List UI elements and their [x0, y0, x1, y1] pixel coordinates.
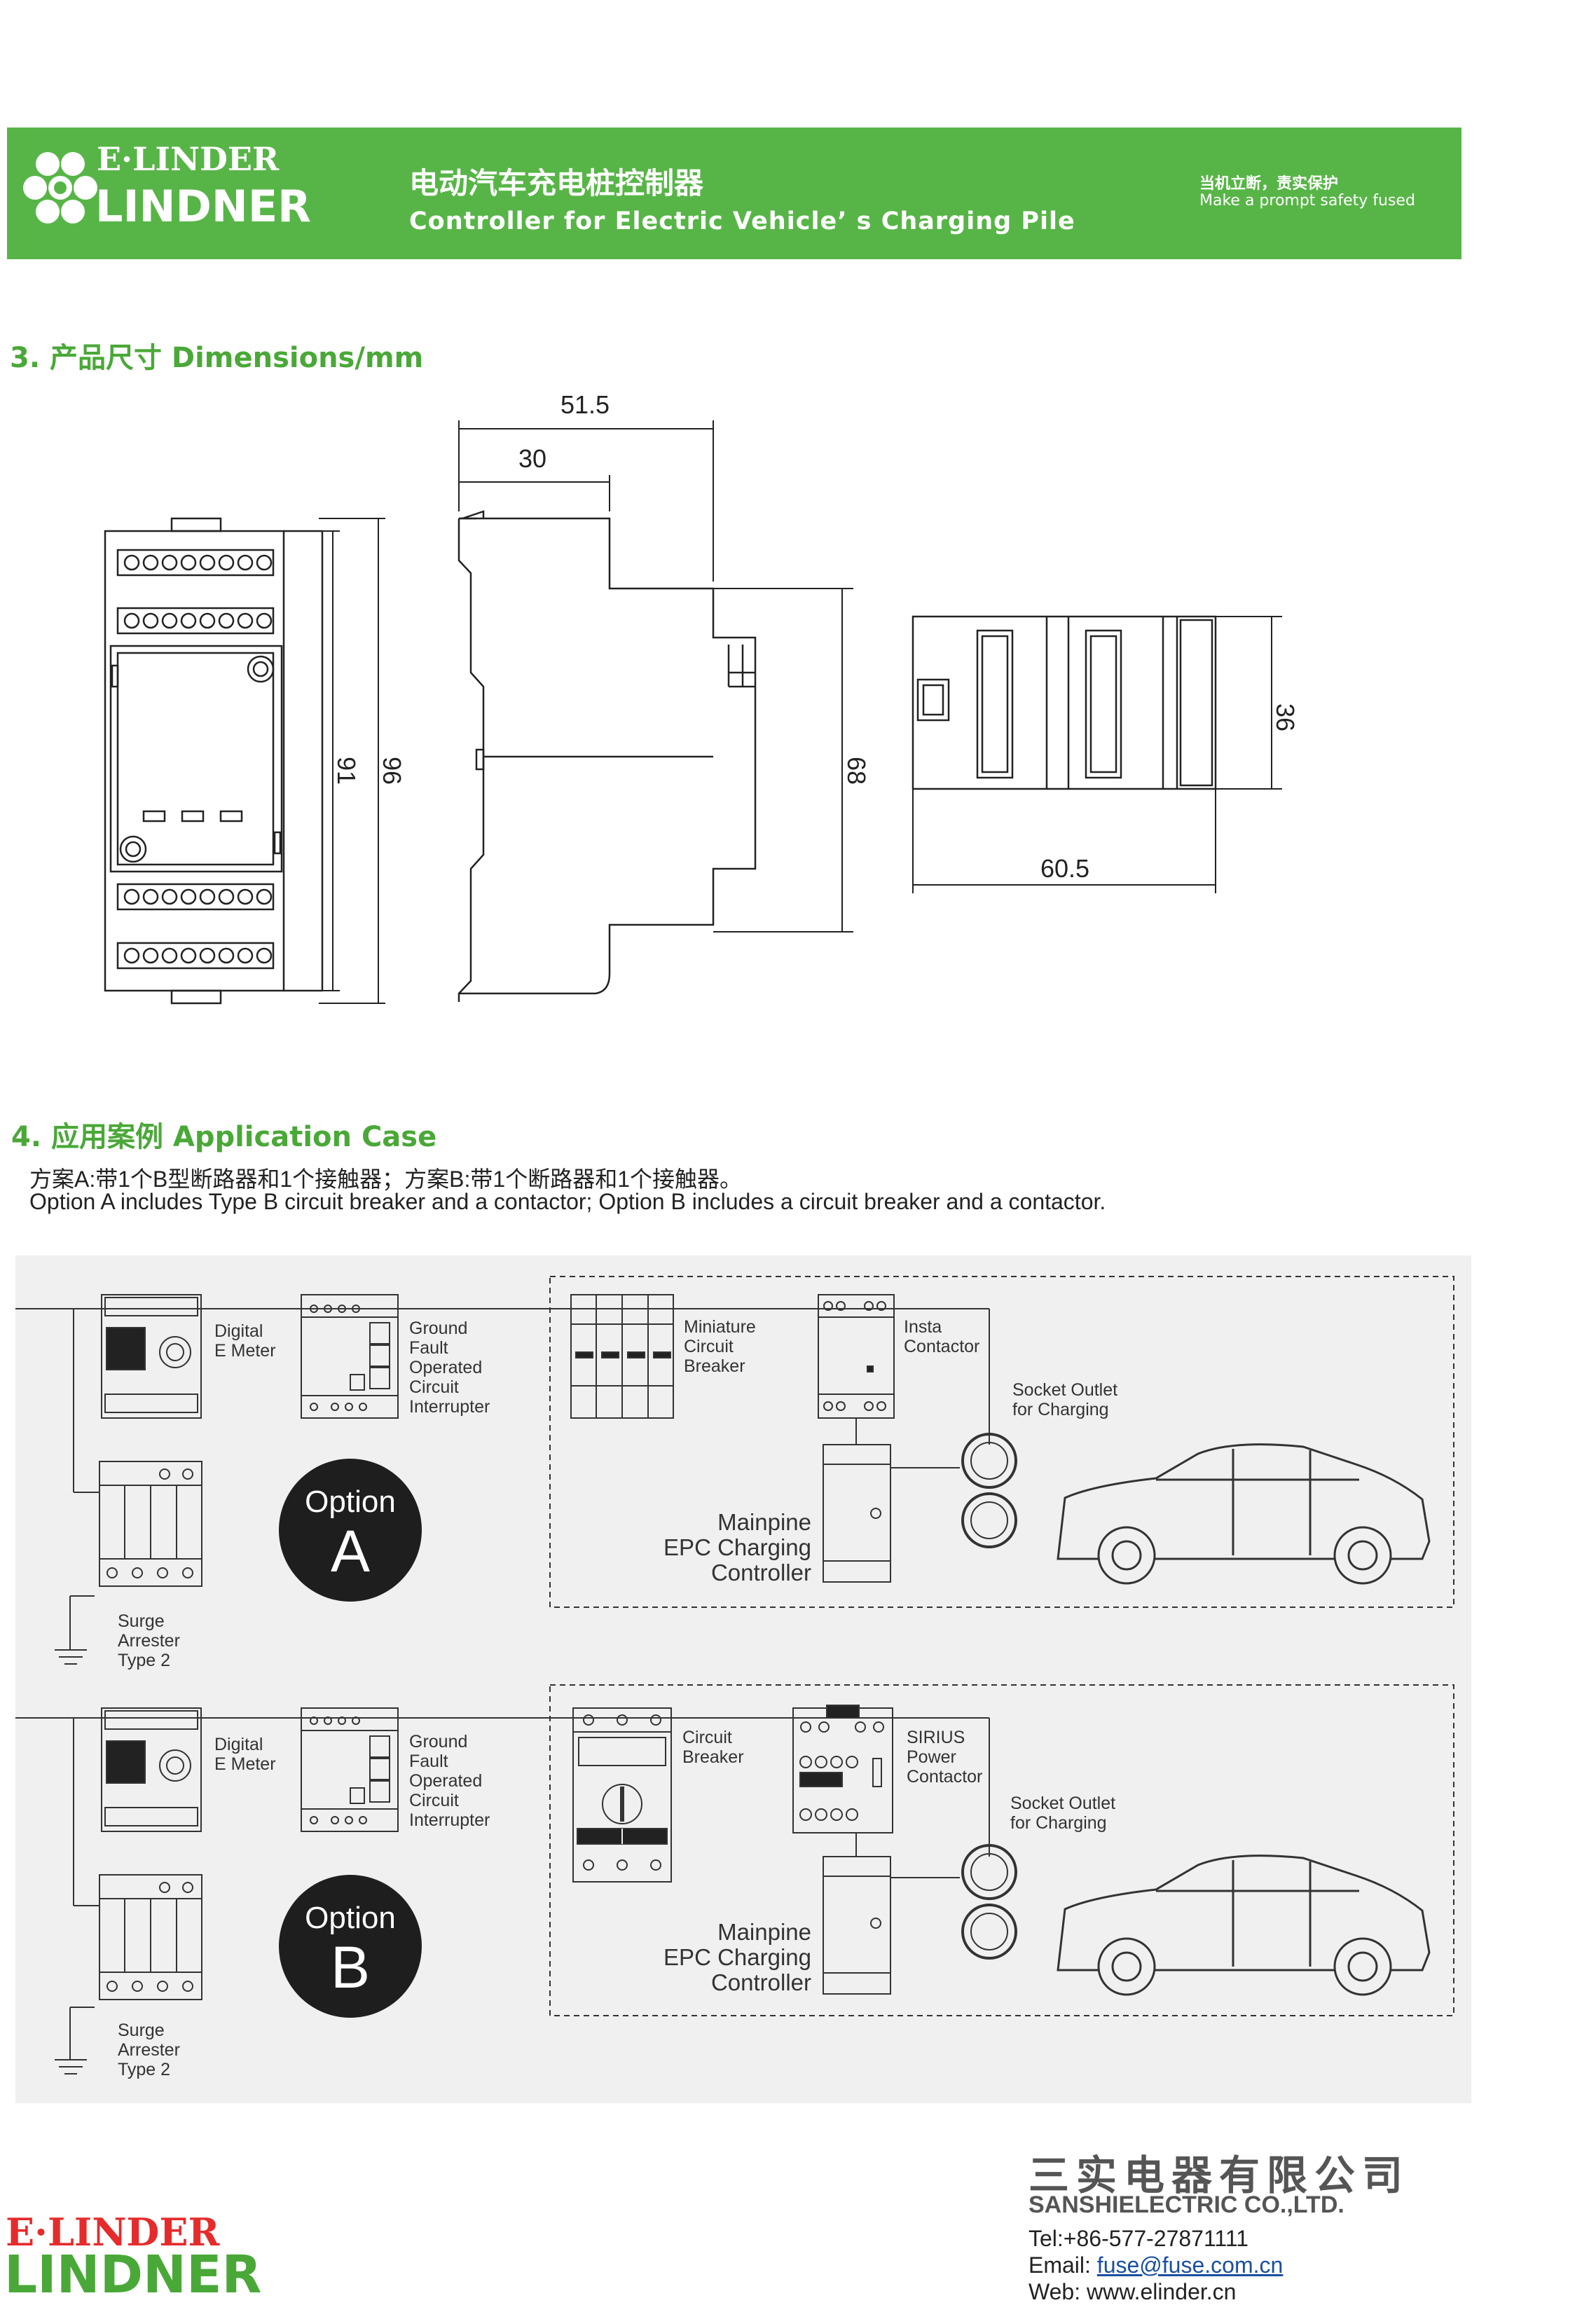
slogan-en: Make a prompt safety fused [1199, 192, 1415, 209]
option-a-letter: A [330, 1518, 371, 1584]
footer-brand-bottom: LINDNER [4, 2245, 262, 2305]
sirius-contactor-b [792, 1705, 893, 1833]
cb-b-label: Circuit Breaker [682, 1728, 744, 1767]
gfci-b [301, 1707, 399, 1832]
mcb-a-label: Miniature Circuit Breaker [684, 1317, 756, 1376]
socket-b [961, 1844, 1017, 1960]
digital-meter-b-label: Digital E Meter [214, 1735, 276, 1774]
dim-60-5: 60.5 [1040, 854, 1089, 883]
epc-controller-a [823, 1444, 891, 1583]
circuit-breaker-b [572, 1707, 672, 1883]
socket-b-label: Socket Outlet for Charging [1010, 1794, 1116, 1833]
insta-contactor-a [818, 1294, 895, 1419]
surge-arrester-b [99, 1874, 202, 2000]
brand-bottom: LINDNER [95, 181, 311, 232]
option-a-badge: Option A [279, 1459, 422, 1602]
option-b-badge: Option B [279, 1875, 422, 2018]
car-b-icon [1057, 1855, 1431, 1996]
company-name-en: SANSHIELECTRIC CO.,LTD. [1029, 2192, 1344, 2218]
side-view [458, 420, 853, 1002]
socket-a-label: Socket Outlet for Charging [1012, 1380, 1118, 1419]
option-b-word: Option [305, 1901, 396, 1935]
sirius-b-label: SIRIUS Power Contactor [907, 1728, 983, 1787]
option-a-word: Option [305, 1485, 396, 1519]
dim-91: 91 [332, 757, 361, 785]
application-desc-en: Option A includes Type B circuit breaker… [29, 1189, 1106, 1214]
top-view [911, 615, 1282, 893]
dimensions-drawing: 91 96 51.5 30 68 60.5 36 [104, 390, 1300, 1005]
contact-web: Web: www.elinder.cn [1029, 2279, 1237, 2304]
gfci-a-label: Ground Fault Operated Circuit Interrupte… [409, 1319, 490, 1417]
surge-arrester-a [99, 1461, 202, 1587]
mainpine-b-label: Mainpine EPC Charging Controller [663, 1919, 811, 1995]
dim-36: 36 [1271, 703, 1300, 731]
contact-email: Email: fuse@fuse.com.cn [1029, 2252, 1283, 2278]
option-a-wiring [15, 1276, 1454, 1665]
socket-a [961, 1433, 1017, 1548]
brand-top: E·LINDER [97, 140, 280, 178]
digital-meter-a-label: Digital E Meter [214, 1321, 276, 1361]
company-name-cn: 三实电器有限公司 [1029, 2152, 1410, 2199]
terminal-screws [123, 554, 273, 964]
mainpine-a-label: Mainpine EPC Charging Controller [663, 1509, 811, 1585]
surge-a-label: Surge Arrester Type 2 [118, 1611, 180, 1670]
gfci-b-label: Ground Fault Operated Circuit Interrupte… [409, 1732, 490, 1830]
application-diagram-panel [15, 1255, 1471, 2103]
footer-brand-top: E·LINDER [6, 2210, 220, 2255]
epc-controller-b [823, 1856, 891, 1995]
dim-51-5: 51.5 [560, 390, 610, 419]
digital-meter-a [101, 1294, 202, 1419]
banner-title-cn: 电动汽车充电桩控制器 [409, 166, 704, 200]
slogan-cn: 当机立断，责实保护 [1199, 175, 1339, 193]
mcb-a [570, 1294, 674, 1419]
gfci-a [301, 1294, 399, 1419]
digital-meter-b [101, 1707, 202, 1832]
insta-a-label: Insta Contactor [904, 1317, 980, 1356]
email-link[interactable]: fuse@fuse.com.cn [1096, 2252, 1284, 2278]
application-desc-cn: 方案A:带1个B型断路器和1个接触器；方案B:带1个断路器和1个接触器。 [29, 1167, 743, 1192]
contact-tel: Tel:+86-577-27871111 [1029, 2226, 1249, 2251]
hexagon-logo-icon [23, 152, 97, 223]
surge-b-label: Surge Arrester Type 2 [118, 2021, 180, 2079]
dim-30: 30 [518, 444, 546, 473]
dim-68: 68 [842, 757, 871, 785]
section-application-title: 4. 应用案例 Application Case [11, 1121, 437, 1153]
header-banner: E·LINDER LINDNER 电动汽车充电桩控制器 Controller f… [7, 128, 1461, 259]
car-a-icon [1057, 1443, 1431, 1585]
dim-96: 96 [378, 757, 406, 785]
option-b-letter: B [330, 1934, 371, 2000]
banner-title-en: Controller for Electric Vehicle’ s Charg… [409, 207, 1075, 235]
section-dimensions-title: 3. 产品尺寸 Dimensions/mm [10, 342, 424, 374]
email-label: Email: [1029, 2252, 1097, 2278]
front-view [104, 517, 385, 1005]
